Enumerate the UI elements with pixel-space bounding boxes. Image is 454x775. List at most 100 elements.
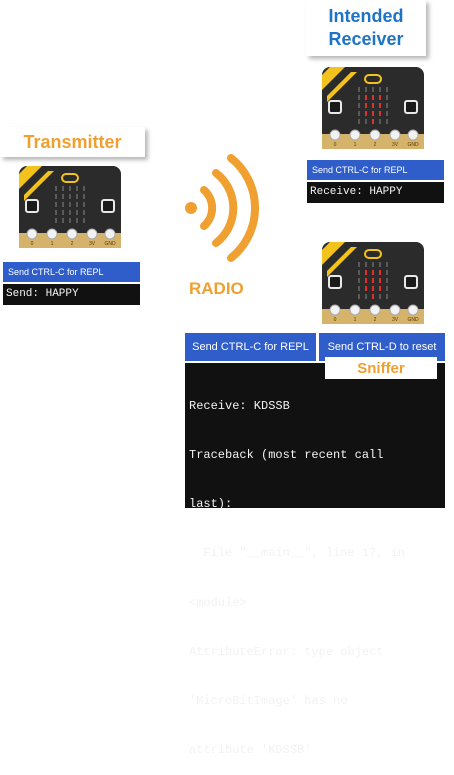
pin-hole — [329, 304, 341, 316]
receiver-repl-bar-text: Send CTRL-C for REPL — [312, 165, 408, 175]
led — [365, 286, 367, 291]
led — [69, 186, 71, 191]
pin-hole — [26, 228, 38, 240]
led — [386, 103, 388, 108]
pin-label: 0 — [31, 241, 34, 247]
led — [365, 87, 367, 92]
sniffer-reset-button[interactable]: Send CTRL-D to reset — [319, 333, 445, 361]
sniffer-repl-button[interactable]: Send CTRL-C for REPL — [185, 333, 316, 361]
radio-wave-arc-3 — [227, 154, 260, 262]
led — [372, 111, 374, 116]
pin-hole — [46, 228, 58, 240]
led — [379, 286, 381, 291]
led — [69, 210, 71, 215]
led — [358, 294, 360, 299]
led — [69, 202, 71, 207]
led — [379, 111, 381, 116]
pin-label: 3V — [392, 317, 399, 323]
pin-hole — [329, 129, 341, 141]
led — [372, 286, 374, 291]
button-a-icon — [328, 275, 342, 289]
led — [386, 278, 388, 283]
led — [379, 103, 381, 108]
sniffer-label: Sniffer — [325, 357, 437, 379]
receiver-label-line1: Intended — [328, 6, 404, 26]
led — [83, 202, 85, 207]
pin-label: 1 — [354, 317, 357, 323]
led — [62, 194, 64, 199]
led — [83, 218, 85, 223]
led — [358, 87, 360, 92]
pin-label: GND — [104, 241, 116, 247]
pin-label: 0 — [334, 317, 337, 323]
sniffer-repl-button-text: Send CTRL-C for REPL — [192, 341, 309, 353]
led — [358, 103, 360, 108]
led — [386, 119, 388, 124]
led — [358, 95, 360, 100]
led — [365, 294, 367, 299]
led — [386, 111, 388, 116]
sniffer-label-text: Sniffer — [357, 359, 405, 377]
radio-source-dot — [185, 202, 197, 214]
led — [386, 270, 388, 275]
led — [76, 218, 78, 223]
button-b-icon — [101, 199, 115, 213]
led — [365, 262, 367, 267]
led — [386, 262, 388, 267]
transmitter-output-text: Send: HAPPY — [6, 288, 79, 300]
transmitter-label-text: Transmitter — [23, 132, 122, 152]
pin-label: 2 — [374, 317, 377, 323]
receiver-repl-bar[interactable]: Send CTRL-C for REPL — [307, 160, 444, 180]
pin-label: 1 — [51, 241, 54, 247]
led — [372, 95, 374, 100]
led — [365, 111, 367, 116]
led — [372, 270, 374, 275]
led — [386, 286, 388, 291]
button-b-icon — [404, 100, 418, 114]
pin-hole — [104, 228, 116, 240]
receiver-label: Intended Receiver — [306, 0, 426, 56]
pin-hole — [86, 228, 98, 240]
led — [76, 186, 78, 191]
transmitter-repl-bar-text: Send CTRL-C for REPL — [8, 267, 104, 277]
led — [372, 87, 374, 92]
led — [365, 119, 367, 124]
led — [62, 186, 64, 191]
sniffer-output-line: File "__main__", line 17, in — [189, 546, 406, 561]
pin-label: GND — [407, 142, 419, 148]
led — [69, 194, 71, 199]
led — [83, 194, 85, 199]
led — [83, 186, 85, 191]
led — [386, 87, 388, 92]
led — [379, 95, 381, 100]
button-a-icon — [25, 199, 39, 213]
pin-hole — [349, 129, 361, 141]
pin-hole — [66, 228, 78, 240]
led — [372, 278, 374, 283]
led — [55, 202, 57, 207]
pin-label: 3V — [392, 142, 399, 148]
led — [69, 218, 71, 223]
pin-hole — [407, 304, 419, 316]
pin-hole — [389, 129, 401, 141]
led — [358, 278, 360, 283]
sniffer-output-line: Traceback (most recent call — [189, 448, 384, 463]
pin-label: 3V — [89, 241, 96, 247]
transmitter-repl-bar[interactable]: Send CTRL-C for REPL — [3, 262, 140, 282]
logo-icon — [364, 249, 382, 259]
transmitter-output: Send: HAPPY — [3, 284, 140, 305]
led — [62, 218, 64, 223]
pin-label: 0 — [334, 142, 337, 148]
led — [55, 218, 57, 223]
led — [62, 210, 64, 215]
led — [379, 119, 381, 124]
pin-label: 2 — [71, 241, 74, 247]
sniffer-output-line: 'MicroBitImage' has no — [189, 694, 348, 709]
corner-stripe — [322, 67, 345, 90]
led — [379, 262, 381, 267]
button-b-icon — [404, 275, 418, 289]
led — [55, 194, 57, 199]
radio-wave-arc-2 — [212, 169, 238, 247]
sniffer-output-line: last): — [189, 497, 233, 512]
